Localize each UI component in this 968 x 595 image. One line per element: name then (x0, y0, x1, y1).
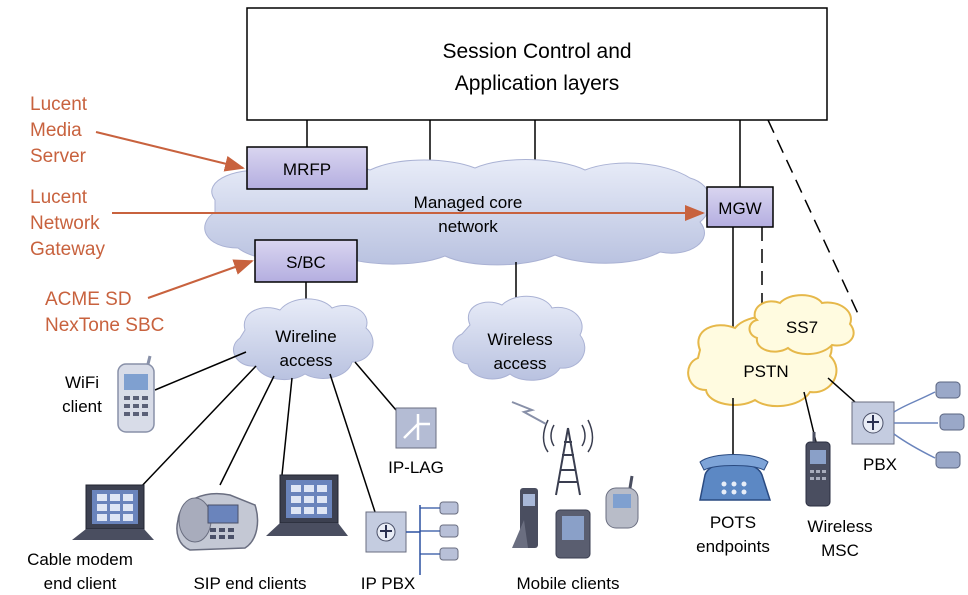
wireless-access-cloud: Wireless access (452, 295, 586, 381)
vendor-network-gateway: Lucent Network Gateway (30, 187, 705, 260)
session-control-title-line1: Session Control and (442, 40, 631, 63)
pbx: PBX (851, 381, 965, 474)
sbc-box: S/BC (254, 239, 358, 283)
vendor-sbc-line2: NexTone SBC (45, 315, 164, 336)
ip-phone-icon (176, 493, 259, 551)
pbx-icon (851, 401, 895, 445)
sip-label: SIP end clients (193, 574, 306, 593)
vendor-gateway-line2: Network (30, 213, 100, 234)
access-lines (137, 351, 856, 513)
wifi-label-line2: client (62, 397, 102, 416)
vendor-gateway-line1: Lucent (30, 187, 88, 208)
ss7-cloud: SS7 (748, 294, 855, 355)
mobile-clients: Mobile clients (511, 401, 639, 593)
pda-icon (555, 509, 591, 559)
mgw-label: MGW (718, 199, 761, 218)
session-control-title-line2: Application layers (455, 72, 620, 95)
wifi-label-line1: WiFi (65, 373, 99, 392)
ip-lag-label: IP-LAG (388, 458, 444, 477)
ip-lag: IP-LAG (388, 407, 444, 477)
wireline-label-line1: Wireline (275, 327, 336, 346)
ss7-label: SS7 (786, 318, 818, 337)
sbc-arrow (147, 259, 254, 299)
wireless-label-line1: Wireless (487, 330, 552, 349)
vendor-media-line3: Server (30, 146, 87, 167)
wireline-access-cloud: Wireline access (233, 298, 374, 381)
mobile-phone-icon (512, 488, 538, 548)
wireless-label-line2: access (494, 354, 547, 373)
vendor-media-server: Lucent Media Server (30, 94, 245, 172)
vendor-gateway-line3: Gateway (30, 239, 105, 260)
vendor-sbc-line1: ACME SD (45, 289, 132, 310)
mrfp-label: MRFP (283, 160, 331, 179)
pda-icon (117, 355, 155, 433)
radio-tower-icon (511, 401, 594, 496)
ip-pbx: IP PBX (361, 501, 459, 593)
pots-label-line1: POTS (710, 513, 756, 532)
core-label-line2: network (438, 217, 498, 236)
pots-endpoints: POTS endpoints (696, 454, 772, 556)
lag-icon (395, 407, 437, 449)
vendor-media-line1: Lucent (30, 94, 88, 115)
mobile-phone-icon (805, 432, 831, 507)
mobile-phone-icon (605, 475, 639, 529)
wireless-msc: Wireless MSC (805, 432, 873, 560)
cable-modem-label-line2: end client (44, 574, 117, 593)
ip-pbx-label: IP PBX (361, 574, 416, 593)
telephone-icon (935, 381, 965, 469)
mrfp-box: MRFP (246, 146, 368, 190)
sip-end-clients: SIP end clients (176, 474, 348, 593)
laptop-icon (266, 474, 348, 536)
vendor-media-line2: Media (30, 120, 82, 141)
pbx-label: PBX (863, 455, 897, 474)
vendor-sbc: ACME SD NexTone SBC (45, 259, 254, 336)
mobile-clients-label: Mobile clients (517, 574, 620, 593)
cable-modem-client: Cable modem end client (27, 484, 154, 593)
session-control-layer: Session Control and Application layers (246, 7, 828, 121)
wireline-label-line2: access (280, 351, 333, 370)
sbc-label: S/BC (286, 253, 326, 272)
mgw-box: MGW (706, 186, 774, 228)
wifi-client: WiFi client (62, 355, 155, 433)
media-server-arrow (95, 131, 245, 172)
pstn-label: PSTN (743, 362, 788, 381)
pbx-icon (365, 511, 407, 553)
cable-modem-label-line1: Cable modem (27, 550, 133, 569)
pots-label-line2: endpoints (696, 537, 770, 556)
core-label-line1: Managed core (414, 193, 523, 212)
wireless-msc-label-line1: Wireless (807, 517, 872, 536)
telephone-icon (699, 454, 772, 501)
wireless-msc-label-line2: MSC (821, 541, 859, 560)
laptop-icon (72, 484, 154, 540)
